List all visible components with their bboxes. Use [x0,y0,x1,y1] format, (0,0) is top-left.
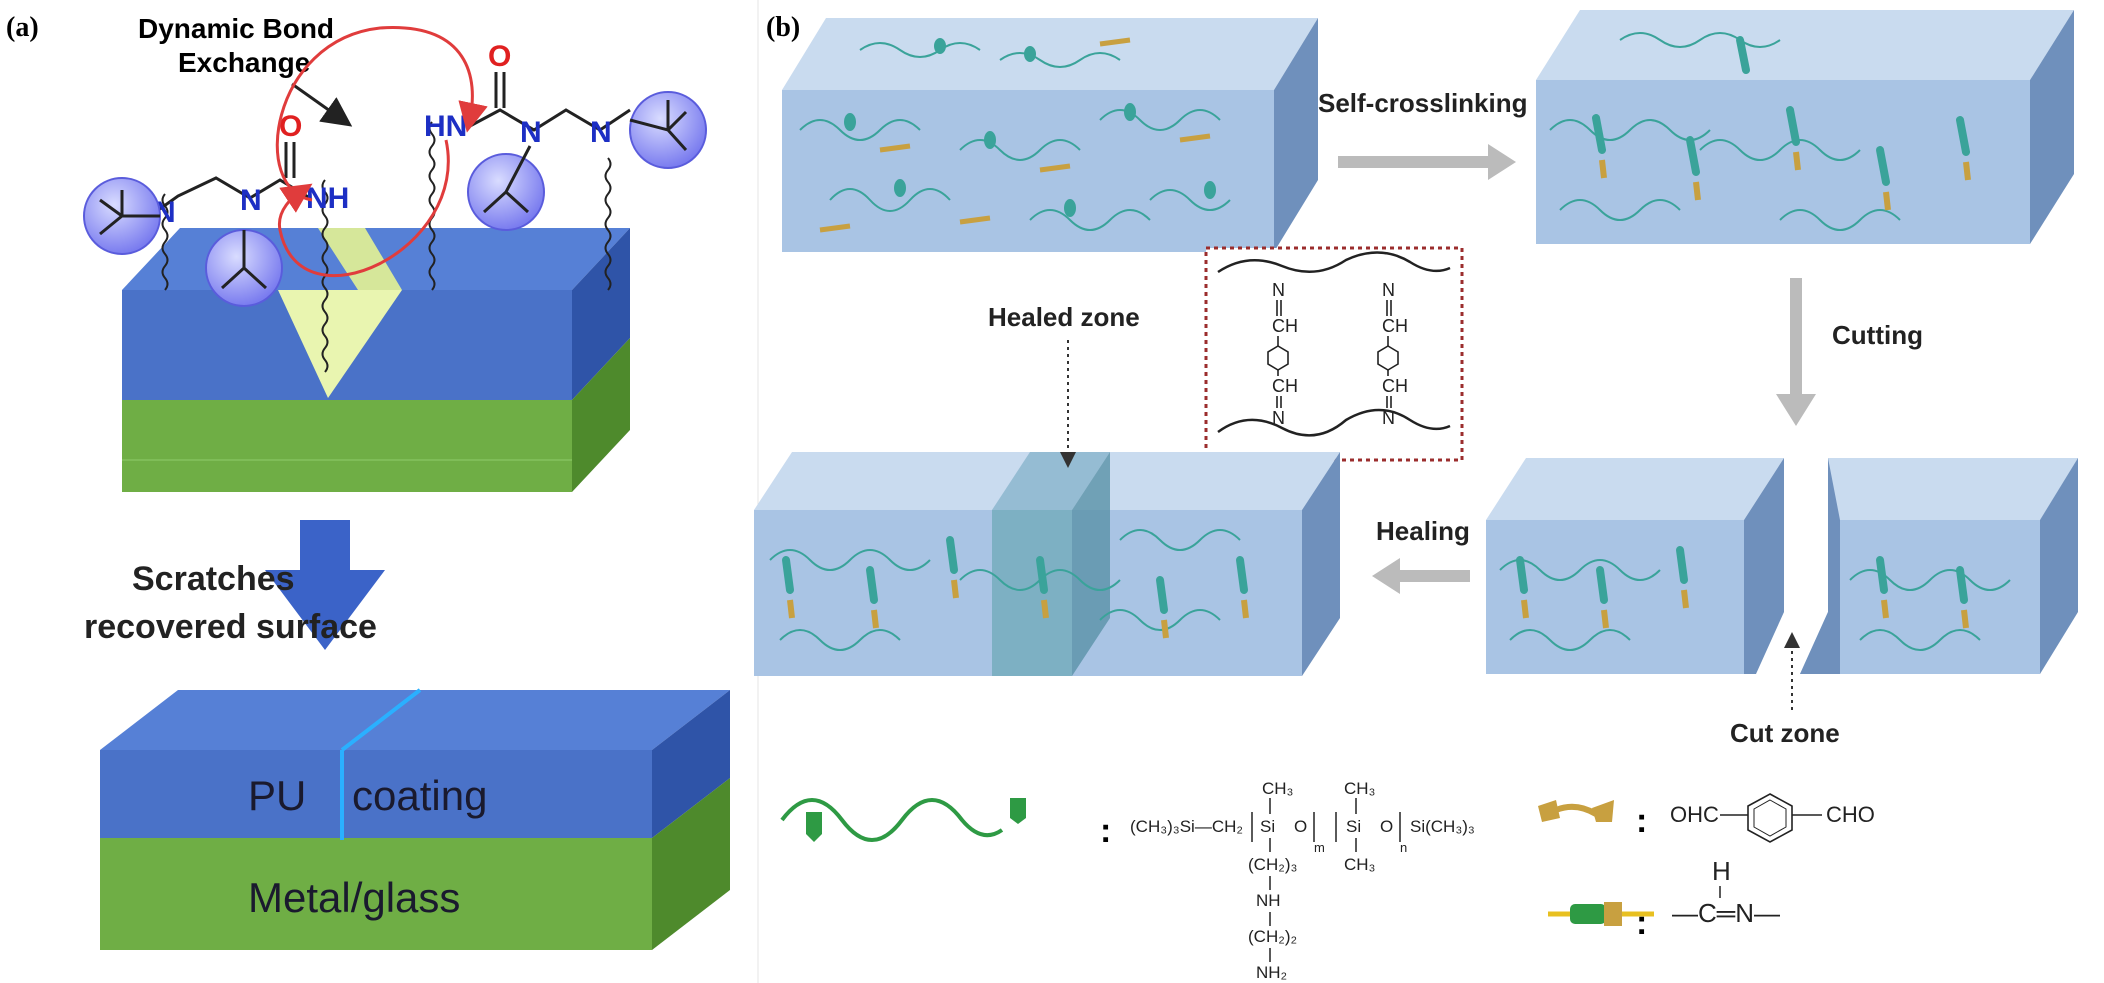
exchange-arrow-lower [277,139,450,278]
urea-molecule-right: HN O N N [424,40,707,231]
legend-colon-2: : [1636,802,1647,840]
svg-text:N: N [1272,280,1285,300]
cutting-arrow [1776,278,1816,426]
healed-zone-strip [992,510,1072,676]
legend-colon-3: : [1636,904,1647,942]
legend-terephthalaldehyde: OHC CHO [1670,793,1875,843]
step-self-crosslinking: Self-crosslinking [1318,88,1528,118]
atom-hn-right: HN [424,110,467,143]
recovery-arrow [265,520,385,650]
svg-text:Si: Si [1260,817,1275,836]
atom-nh-left: NH [306,182,349,215]
svg-text:m: m [1314,840,1325,855]
dynamic-bond-title-line1: Dynamic Bond [138,13,334,44]
legend: : (CH₃)₃Si—CH₂ Si CH₃ O m Si CH₃ CH₃ O n [780,779,1875,982]
recovered-top-face [100,690,730,750]
substrate-side-face [572,338,630,492]
block4-right-side [2040,458,2078,674]
svg-text:CH₃: CH₃ [1262,779,1293,798]
metal-glass-text: Metal/glass [248,874,460,921]
svg-text:(CH₂)₂: (CH₂)₂ [1248,927,1297,946]
legend-imine-formula: H —C═N— [1672,856,1780,928]
svg-text:N: N [1382,280,1395,300]
svg-text:H: H [1712,856,1731,886]
block2-side [2030,10,2074,244]
svg-text:CH₃: CH₃ [1344,779,1375,798]
panel-a: (a) Dynamic Bond Exchange N N [6,12,730,950]
block-crosslinked [1536,10,2074,244]
block4-left-top [1486,458,1784,520]
scratched-block [122,228,630,492]
block1-side [1274,18,1318,252]
dynamic-bond-title-line2: Exchange [178,47,310,78]
block1-front [782,90,1274,252]
step-healing: Healing [1376,516,1470,546]
scratch-label-line2: recovered surface [84,608,377,646]
svg-text:N: N [1272,408,1285,428]
svg-text:OHC: OHC [1670,802,1719,827]
pu-coating-text-a: PU [248,772,306,819]
crosslink-arrow [1338,144,1516,180]
atom-n3: N [520,116,542,149]
legend-crosslinker [1538,800,1614,822]
svg-text:CH₃: CH₃ [1344,855,1375,874]
block2-top [1536,10,2074,80]
block1-top [782,18,1318,90]
legend-siloxane-formula: (CH₃)₃Si—CH₂ Si CH₃ O m Si CH₃ CH₃ O n S… [1130,779,1475,982]
imine-inset: N CH CH N N CH CH N [1196,246,1464,587]
svg-text:CH: CH [1272,316,1298,336]
atom-n4: N [590,116,612,149]
svg-text:N: N [1382,408,1395,428]
label-healed-zone: Healed zone [988,302,1140,332]
recovered-substrate-front [100,838,652,950]
svg-text:O: O [1380,817,1393,836]
svg-text:Si(CH₃)₃: Si(CH₃)₃ [1410,817,1475,836]
step-cutting: Cutting [1832,320,1923,350]
pu-side-face [572,228,630,400]
block-healed [754,452,1340,676]
svg-text:NH₂: NH₂ [1256,963,1287,982]
block-uncrosslinked [782,18,1318,252]
healing-arrow [1372,558,1470,594]
substrate-front-face [122,400,572,492]
svg-text:Si: Si [1346,817,1361,836]
panel-a-label: (a) [6,12,39,43]
svg-text:(CH₃)₃Si—CH₂: (CH₃)₃Si—CH₂ [1130,817,1243,836]
recovered-pu-front [100,750,652,838]
scratch-label-line1: Scratches [132,560,295,598]
urea-molecule-left: N N O NH [83,110,349,307]
svg-text:(CH₂)₃: (CH₂)₃ [1248,855,1297,874]
recovered-block: PU coating Metal/glass [100,688,730,950]
svg-text:CH: CH [1382,316,1408,336]
legend-imine-bond [1548,902,1654,926]
legend-colon-1: : [1100,812,1111,850]
atom-o-right: O [488,40,511,73]
svg-text:CH: CH [1382,376,1408,396]
legend-polymer-chain [780,798,1004,842]
title-pointer-arrow [291,82,353,127]
atom-n2: N [240,184,262,217]
block-cut [1486,458,2078,674]
panel-b: (b) [754,10,2078,982]
svg-text:—C═N—: —C═N— [1672,898,1780,928]
scratch-groove [278,290,402,398]
atom-o-left: O [279,110,302,143]
block2-front [1536,80,2030,244]
pu-coating-text-b: coating [352,772,487,819]
svg-text:CH: CH [1272,376,1298,396]
svg-text:NH: NH [1256,891,1281,910]
svg-text:O: O [1294,817,1307,836]
block4-left-front [1486,520,1744,674]
label-cut-zone: Cut zone [1730,718,1840,748]
svg-text:n: n [1400,840,1407,855]
exchange-arrow-upper [275,26,488,202]
panel-b-label: (b) [766,12,800,43]
svg-text:CHO: CHO [1826,802,1875,827]
block3-side [1302,452,1340,676]
